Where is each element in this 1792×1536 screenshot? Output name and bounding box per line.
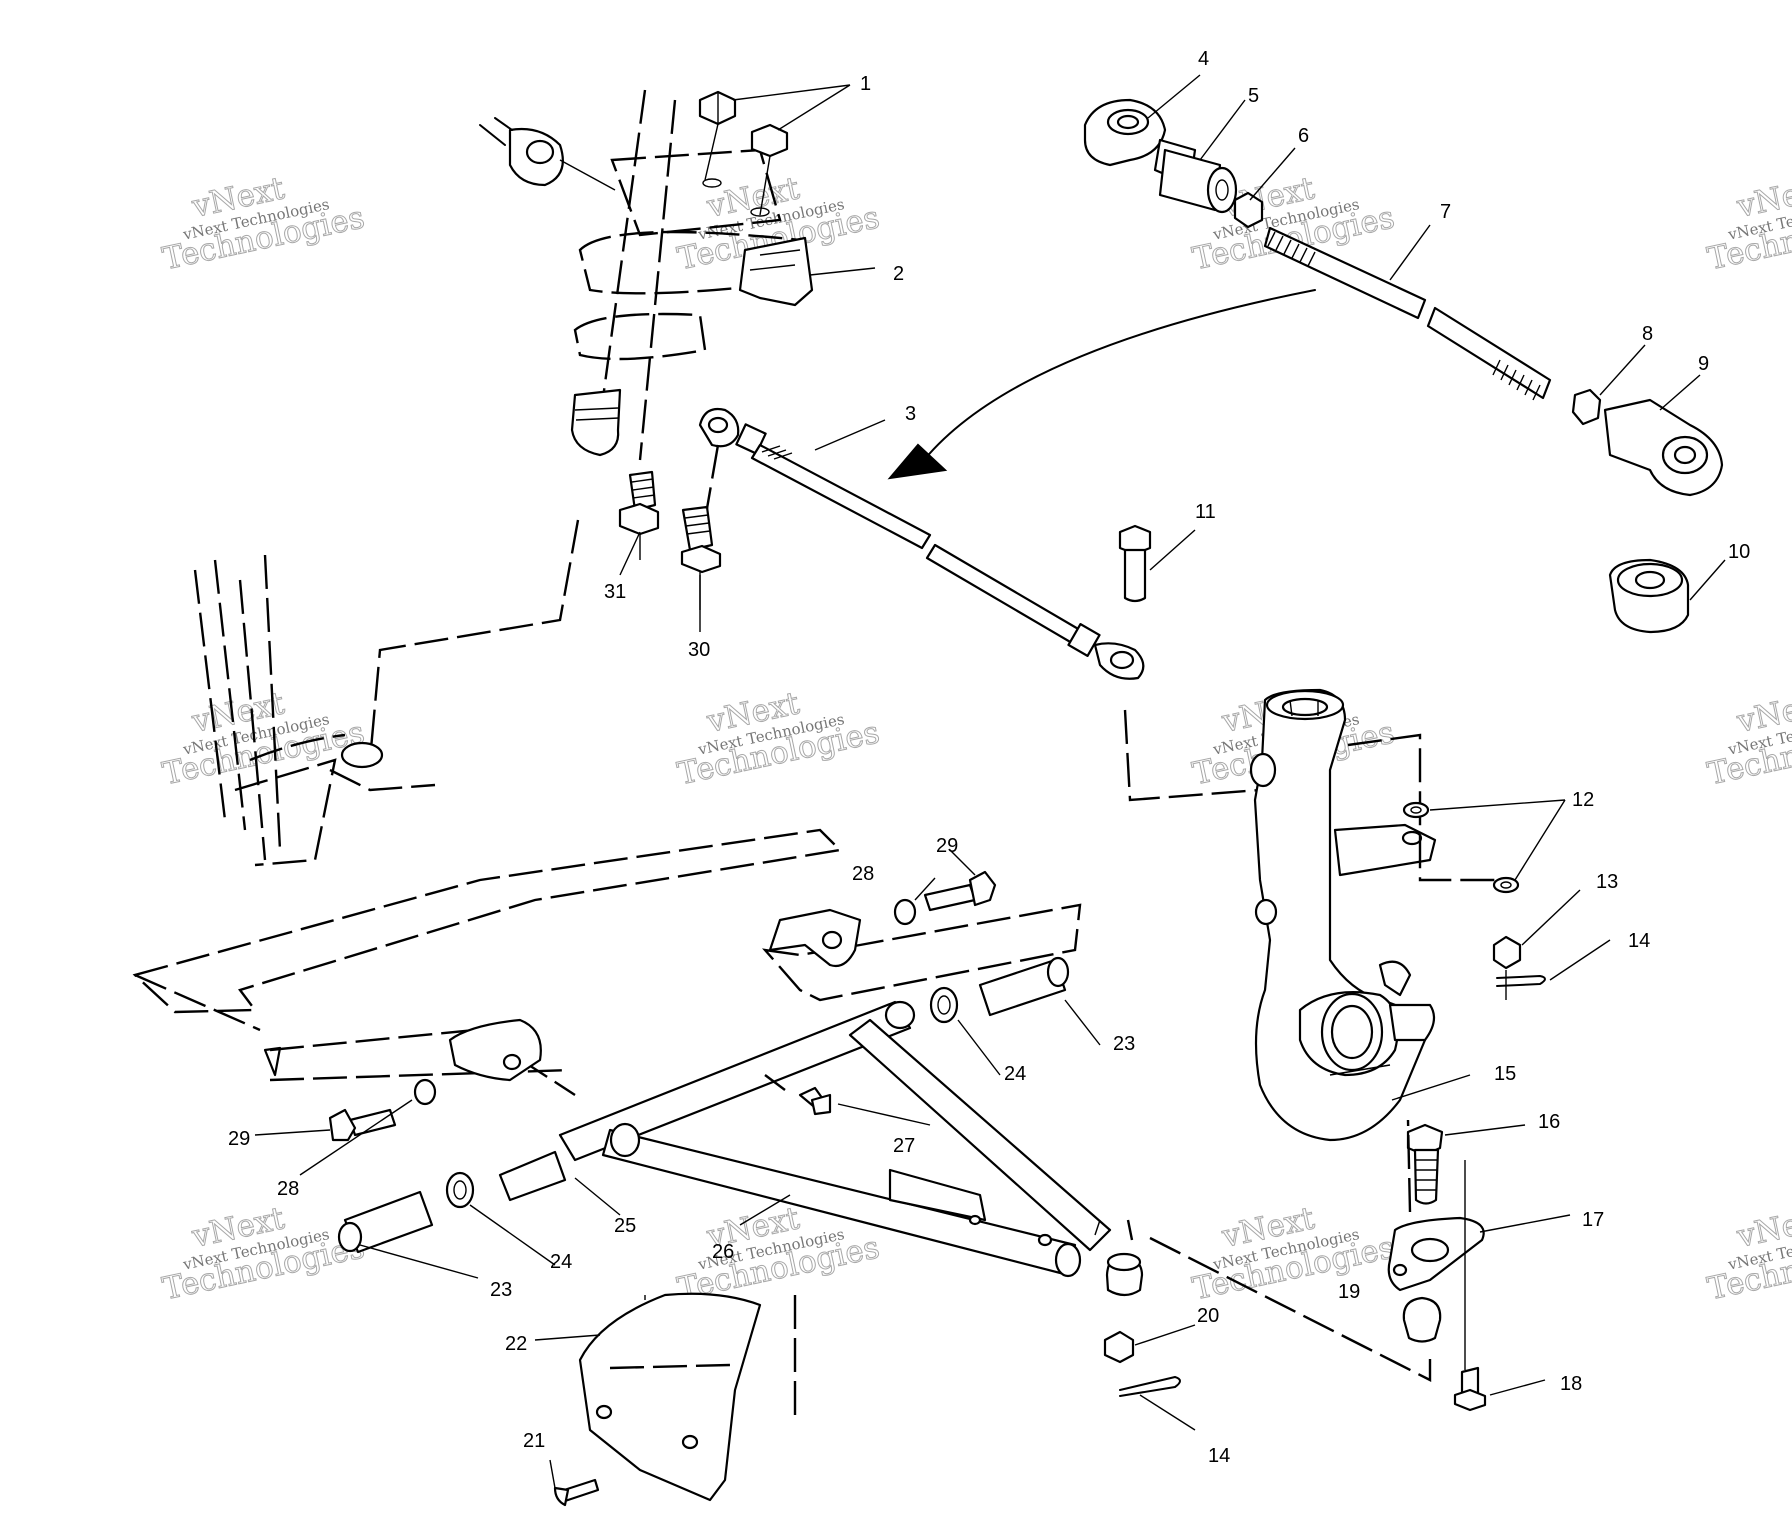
callout-22: 22 [505, 1333, 527, 1355]
bolts-30-31 [618, 470, 722, 610]
callout-1: 1 [860, 73, 871, 95]
callout-24-right: 24 [1004, 1063, 1026, 1085]
callout-13: 13 [1596, 871, 1618, 893]
tie-rod-detail [887, 98, 1724, 634]
callout-12: 12 [1572, 789, 1594, 811]
callout-28-upper: 28 [852, 863, 874, 885]
callout-26: 26 [712, 1241, 734, 1263]
callout-31: 31 [604, 581, 626, 603]
tie-rod [698, 407, 1261, 802]
callout-29-lower: 29 [228, 1128, 250, 1150]
callout-23-left: 23 [490, 1279, 512, 1301]
callout-3: 3 [905, 403, 916, 425]
callout-25: 25 [614, 1215, 636, 1237]
callout-14-upper: 14 [1628, 930, 1650, 952]
callout-18: 18 [1560, 1373, 1582, 1395]
right-hardware [1387, 801, 1546, 1412]
callout-27: 27 [893, 1135, 915, 1157]
callout-8: 8 [1642, 323, 1653, 345]
callout-24-left: 24 [550, 1251, 572, 1273]
frame-left [193, 554, 436, 867]
callout-19: 19 [1338, 1281, 1360, 1303]
callout-30: 30 [688, 639, 710, 661]
callout-4: 4 [1198, 48, 1209, 70]
bracket-and-nuts [698, 90, 814, 307]
callout-28-lower: 28 [277, 1178, 299, 1200]
callout-15: 15 [1494, 1063, 1516, 1085]
callout-23-right: 23 [1113, 1033, 1135, 1055]
callout-14-lower: 14 [1208, 1445, 1230, 1467]
callout-5: 5 [1248, 85, 1259, 107]
steering-post [368, 89, 812, 761]
callout-16: 16 [1538, 1111, 1560, 1133]
callouts: 1 2 3 4 5 6 7 8 9 10 11 12 13 14 14 15 1… [228, 48, 1750, 1467]
callout-9: 9 [1698, 353, 1709, 375]
callout-11: 11 [1195, 501, 1216, 523]
callout-7: 7 [1440, 201, 1451, 223]
callout-29-upper: 29 [936, 835, 958, 857]
callout-6: 6 [1298, 125, 1309, 147]
spindle [1249, 688, 1500, 1142]
callout-2: 2 [893, 263, 904, 285]
callout-17: 17 [1582, 1209, 1604, 1231]
callout-21: 21 [523, 1430, 545, 1452]
callout-10: 10 [1728, 541, 1750, 563]
callout-20: 20 [1197, 1305, 1219, 1327]
a-arm [132, 828, 1432, 1507]
leader-lines [254, 74, 1726, 1489]
